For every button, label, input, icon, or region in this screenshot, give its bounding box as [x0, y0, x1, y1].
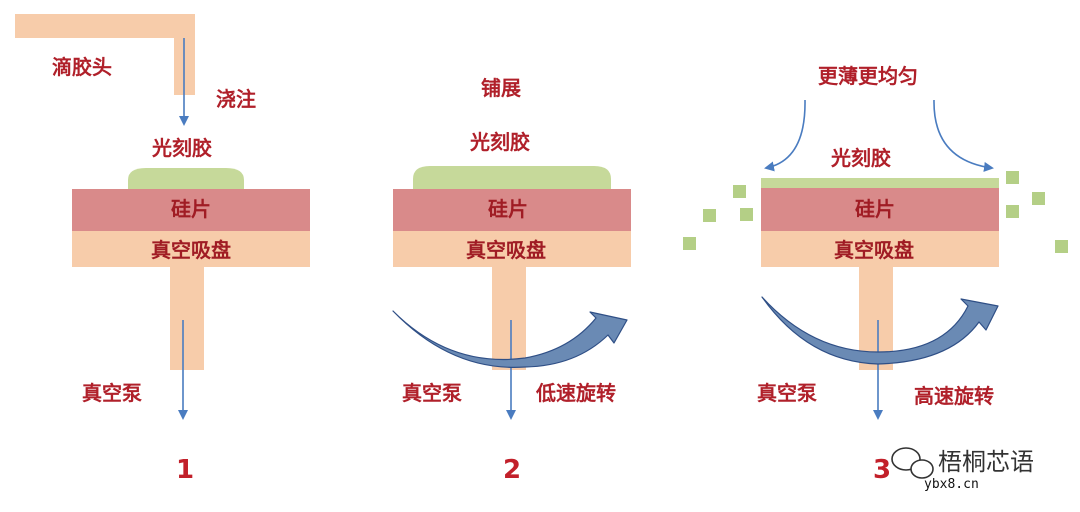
spread-label: 铺展: [481, 76, 521, 100]
curved-arrow-right: [933, 99, 994, 172]
photoresist-thin-film: [761, 178, 999, 188]
panel-1: [15, 14, 310, 420]
panel-2: [392, 166, 631, 420]
rotation-speed-label: 高速旋转: [914, 384, 994, 408]
wechat-icon: [891, 447, 934, 479]
chuck-label: 真空吸盘: [151, 238, 231, 262]
watermark-brand: 梧桐芯语: [938, 448, 1034, 476]
pump-label: 真空泵: [402, 381, 462, 405]
chuck-label: 真空吸盘: [834, 238, 914, 262]
flung-resist-particles: [683, 171, 1068, 253]
wafer: [761, 188, 999, 231]
wafer-label: 硅片: [488, 197, 528, 221]
photoresist-label: 光刻胶: [831, 146, 891, 170]
rotation-speed-label: 低速旋转: [536, 381, 616, 405]
chuck-label: 真空吸盘: [466, 238, 546, 262]
photoresist-drop: [128, 168, 244, 189]
vacuum-chuck: [393, 231, 631, 267]
curved-arrow-left: [764, 99, 806, 172]
pump-label: 真空泵: [757, 381, 817, 405]
pump-label: 真空泵: [82, 381, 142, 405]
nozzle-label: 滴胶头: [52, 55, 112, 79]
wafer-label: 硅片: [855, 197, 895, 221]
step-number: 3: [873, 455, 892, 485]
photoresist-label: 光刻胶: [152, 136, 212, 160]
pour-label: 浇注: [216, 87, 256, 111]
dispense-nozzle: [15, 14, 195, 95]
wafer: [72, 189, 310, 231]
rotation-arrow: [392, 310, 628, 368]
wafer: [393, 189, 631, 231]
chuck-shaft: [492, 267, 526, 370]
step-number: 2: [503, 455, 522, 485]
watermark-url: ybx8.cn: [924, 477, 979, 492]
wafer-label: 硅片: [171, 197, 211, 221]
photoresist-label: 光刻胶: [470, 130, 530, 154]
vacuum-chuck: [761, 231, 999, 267]
vacuum-chuck: [72, 231, 310, 267]
chuck-shaft: [170, 267, 204, 370]
panel-3: [683, 99, 1068, 420]
rotation-arrow: [761, 296, 999, 365]
thinner-uniform-label: 更薄更均匀: [818, 64, 918, 88]
photoresist-spreading: [413, 166, 611, 189]
step-number: 1: [176, 455, 195, 485]
